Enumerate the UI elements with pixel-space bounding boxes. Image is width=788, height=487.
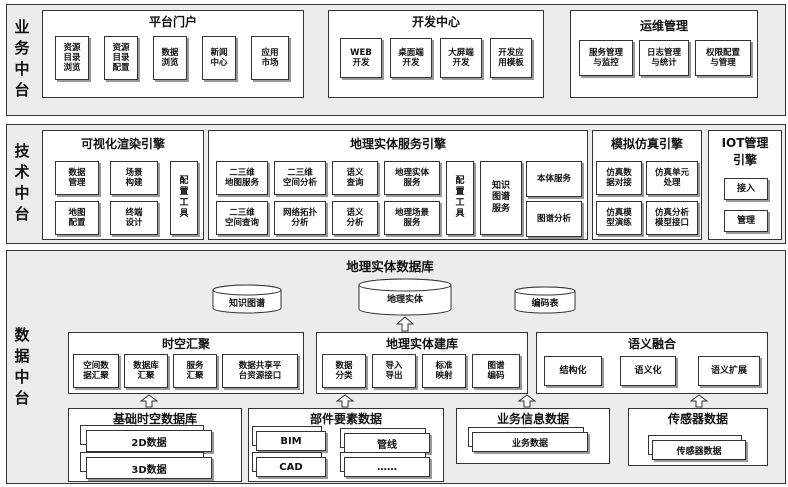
geo-item[interactable]: 语义 查询 [332, 161, 378, 195]
geo-item[interactable]: 二三维 空间分析 [274, 161, 326, 195]
dev-center-title: 开发中心 [411, 15, 460, 29]
ops-title: 运维管理 [639, 19, 688, 33]
render-engine-title: 可视化渲染引擎 [80, 137, 165, 151]
semantic-item[interactable]: 结构化 [544, 356, 602, 386]
source-item[interactable]: 管线 [344, 433, 430, 453]
kg-item[interactable]: 图谱分析 [526, 201, 582, 237]
ops-item[interactable]: 服务管理 与监控 [579, 40, 633, 76]
build-item[interactable]: 图谱 编码 [472, 354, 520, 388]
portal-item[interactable]: 应用 市场 [251, 36, 289, 80]
source-item[interactable]: BIM [256, 431, 326, 451]
portal-item[interactable]: 资源 目录 浏览 [55, 36, 89, 80]
spacetime-item[interactable]: 数据共享平 台资源接口 [222, 354, 298, 388]
spacetime-item[interactable]: 空间数 据汇聚 [73, 354, 119, 388]
iot-item[interactable]: 管理 [724, 210, 768, 232]
dev-item[interactable]: 大屏端 开发 [440, 38, 482, 78]
source-item[interactable]: 2D数据 [86, 430, 212, 452]
business-info-title: 业务信息数据 [496, 412, 569, 426]
business-layer-label: 业务 中台 [14, 18, 30, 99]
up-arrow [396, 316, 414, 332]
sim-item[interactable]: 仿真模 型演练 [596, 201, 642, 235]
code-table-cylinder: 编码表 [514, 286, 576, 314]
iot-engine-title: IOT管理 引擎 [721, 136, 769, 167]
geo-item[interactable]: 地理场景 服务 [384, 201, 440, 235]
ops-item[interactable]: 权限配置 与管理 [695, 40, 751, 76]
up-arrow [690, 394, 708, 408]
knowledge-graph-cylinder: 知识图谱 [212, 284, 282, 314]
cylinder-shape [212, 284, 282, 314]
dev-item[interactable]: 桌面端 开发 [390, 38, 432, 78]
sim-item[interactable]: 仿真数 据对接 [596, 161, 642, 195]
build-item[interactable]: 标准 映射 [422, 354, 466, 388]
render-item[interactable]: 数据 管理 [55, 161, 99, 195]
render-item[interactable]: 终端 设计 [110, 201, 158, 235]
build-item[interactable]: 导入 导出 [372, 354, 416, 388]
sim-item[interactable]: 仿真单元 处理 [646, 161, 698, 195]
spacetime-item[interactable]: 服务 汇聚 [173, 354, 217, 388]
render-item[interactable]: 场景 构建 [110, 161, 158, 195]
cylinder-label: 编码表 [531, 299, 559, 309]
dev-item[interactable]: 开发应 用模板 [490, 38, 532, 78]
semantic-item[interactable]: 语义扩展 [698, 356, 760, 386]
semantic-fusion-title: 语义融合 [627, 337, 676, 351]
up-arrow [336, 394, 354, 408]
render-config-tool[interactable]: 配 置 工 具 [170, 161, 198, 235]
source-item[interactable]: 业务数据 [472, 432, 588, 452]
geo-entity-db-title: 地理实体数据库 [346, 259, 434, 274]
geo-item[interactable]: 二三维 地图服务 [216, 161, 268, 195]
ops-item[interactable]: 日志管理 与统计 [639, 40, 689, 76]
render-item[interactable]: 地图 配置 [55, 201, 99, 235]
cylinder-shape [358, 278, 452, 316]
iot-item[interactable]: 接入 [724, 178, 768, 200]
source-item[interactable]: 传感器数据 [652, 440, 746, 460]
source-item[interactable]: CAD [256, 457, 326, 477]
geo-item[interactable]: 语义 分析 [332, 201, 378, 235]
cylinder-label: 地理实体 [386, 295, 423, 305]
data-layer-label: 数据 中台 [14, 326, 30, 407]
simulation-engine-title: 模拟仿真引擎 [610, 137, 683, 151]
geo-entity-cylinder: 地理实体 [358, 278, 452, 316]
base-spacetime-db-title: 基础时空数据库 [112, 412, 197, 426]
up-arrow [140, 394, 158, 408]
knowledge-graph-service[interactable]: 知识 图谱 服务 [480, 161, 522, 235]
dev-item[interactable]: WEB 开发 [340, 38, 382, 78]
cylinder-label: 知识图谱 [228, 299, 265, 309]
kg-item[interactable]: 本体服务 [526, 161, 582, 197]
parts-data-title: 部件要素数据 [309, 412, 382, 426]
portal-item[interactable]: 数据 浏览 [153, 36, 187, 80]
semantic-item[interactable]: 语义化 [620, 356, 676, 386]
geo-engine-title: 地理实体服务引擎 [349, 137, 446, 151]
source-item[interactable]: …… [344, 457, 430, 477]
spacetime-title: 时空汇聚 [161, 337, 210, 351]
geo-item[interactable]: 地理实体 服务 [384, 161, 440, 195]
spacetime-item[interactable]: 数据库 汇聚 [124, 354, 168, 388]
sim-item[interactable]: 仿真分析 模型接口 [646, 201, 698, 235]
cylinder-shape [514, 286, 576, 314]
entity-build-title: 地理实体建库 [385, 337, 458, 351]
source-item[interactable]: 3D数据 [86, 457, 212, 479]
portal-item[interactable]: 资源 目录 配置 [104, 36, 138, 80]
geo-item[interactable]: 二三维 空间查询 [216, 201, 268, 235]
portal-item[interactable]: 新闻 中心 [202, 36, 236, 80]
geo-item[interactable]: 网络拓扑 分析 [274, 201, 326, 235]
platform-portal-title: 平台门户 [148, 15, 197, 29]
build-item[interactable]: 数据 分类 [322, 354, 366, 388]
geo-config-tool[interactable]: 配 置 工 具 [446, 161, 474, 235]
up-arrow [518, 394, 536, 408]
sensor-data-title: 传感器数据 [667, 412, 728, 426]
tech-layer-label: 技术 中台 [14, 142, 30, 223]
